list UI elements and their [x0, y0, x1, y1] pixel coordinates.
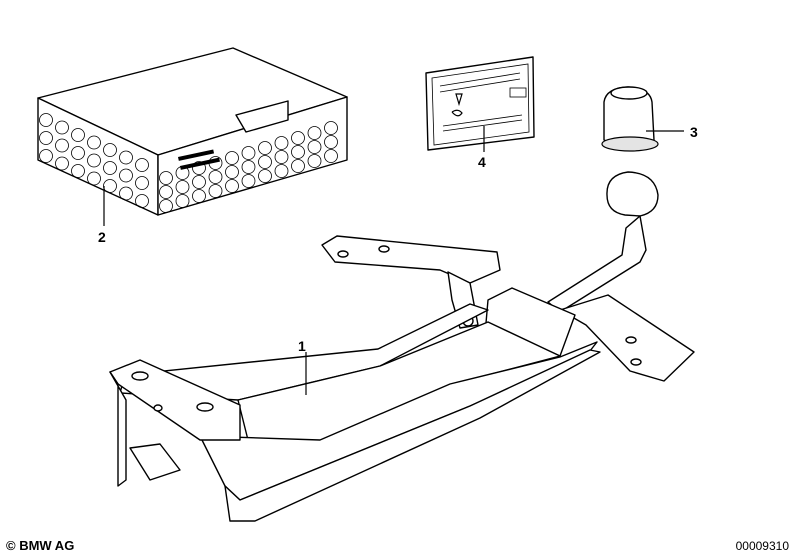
- copyright-label: © BMW AG: [6, 538, 75, 553]
- instruction-label-icon: [425, 56, 535, 152]
- callout-1: 1: [298, 338, 306, 354]
- tow-bar-frame-icon: [109, 171, 695, 522]
- callout-2: 2: [98, 229, 106, 245]
- callout-3: 3: [690, 124, 698, 140]
- diagram-number: 00009310: [735, 539, 789, 553]
- callout-4: 4: [478, 154, 486, 170]
- ball-cap-icon: [601, 86, 684, 152]
- electrical-kit-box-icon: [37, 47, 348, 226]
